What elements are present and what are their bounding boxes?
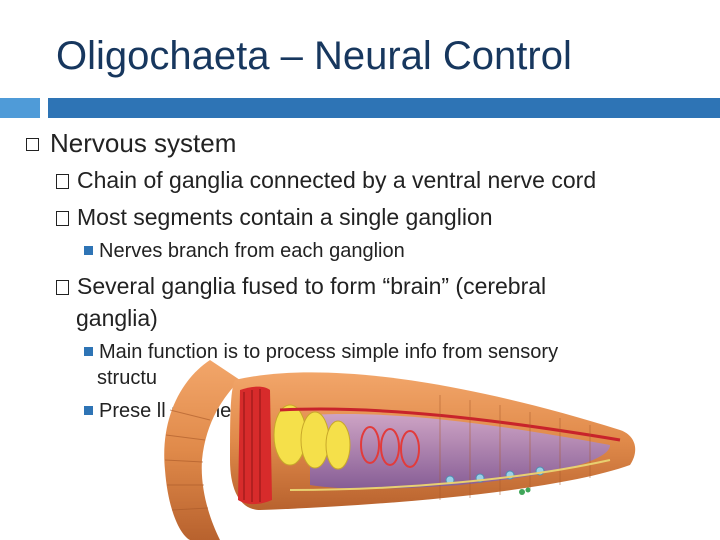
earthworm-anatomy-illustration bbox=[164, 360, 636, 540]
bullet-chain-text: Chain of ganglia connected by a ventral … bbox=[77, 167, 597, 193]
filled-square-icon bbox=[84, 406, 93, 415]
bullet-nerves-branch: Nerves branch from each ganglion bbox=[84, 240, 405, 263]
ventral-nerve-cord bbox=[289, 459, 611, 491]
accent-square bbox=[0, 98, 40, 118]
slide-title: Oligochaeta – Neural Control bbox=[56, 34, 572, 78]
box-glyph-icon bbox=[56, 280, 69, 295]
bullet-nervous-system: Nervous system bbox=[50, 128, 237, 158]
bullet-function-line1: Main function is to process simple info … bbox=[99, 341, 559, 363]
worm-clitellum bbox=[238, 386, 272, 505]
bullet-function-line2: structu bbox=[97, 367, 158, 389]
bullet-several-ganglia: Several ganglia fused to form “brain” (c… bbox=[56, 273, 546, 300]
filled-square-icon bbox=[84, 246, 93, 255]
bullet-most-segments: Most segments contain a single ganglion bbox=[56, 204, 493, 231]
filled-square-icon bbox=[84, 347, 93, 356]
bullet-nerves-text: Nerves branch from each ganglion bbox=[99, 240, 405, 262]
bullet-brain-line1: Several ganglia fused to form “brain” (c… bbox=[77, 273, 547, 299]
worm-tail bbox=[164, 360, 240, 540]
worm-vesicle bbox=[300, 411, 330, 469]
box-glyph-icon bbox=[56, 211, 69, 226]
box-glyph-icon bbox=[56, 174, 69, 189]
hollow-square-icon bbox=[26, 138, 39, 151]
bullet-main-function: Main function is to process simple info … bbox=[84, 341, 558, 364]
worm-vesicle bbox=[325, 420, 351, 470]
bullet-chain-of-ganglia: Chain of ganglia connected by a ventral … bbox=[56, 167, 596, 194]
bullet-brain-line2: ganglia) bbox=[76, 305, 158, 331]
dorsal-vessel bbox=[279, 407, 621, 442]
accent-bar bbox=[48, 98, 720, 118]
bullet-segments-text: Most segments contain a single ganglion bbox=[77, 204, 493, 230]
